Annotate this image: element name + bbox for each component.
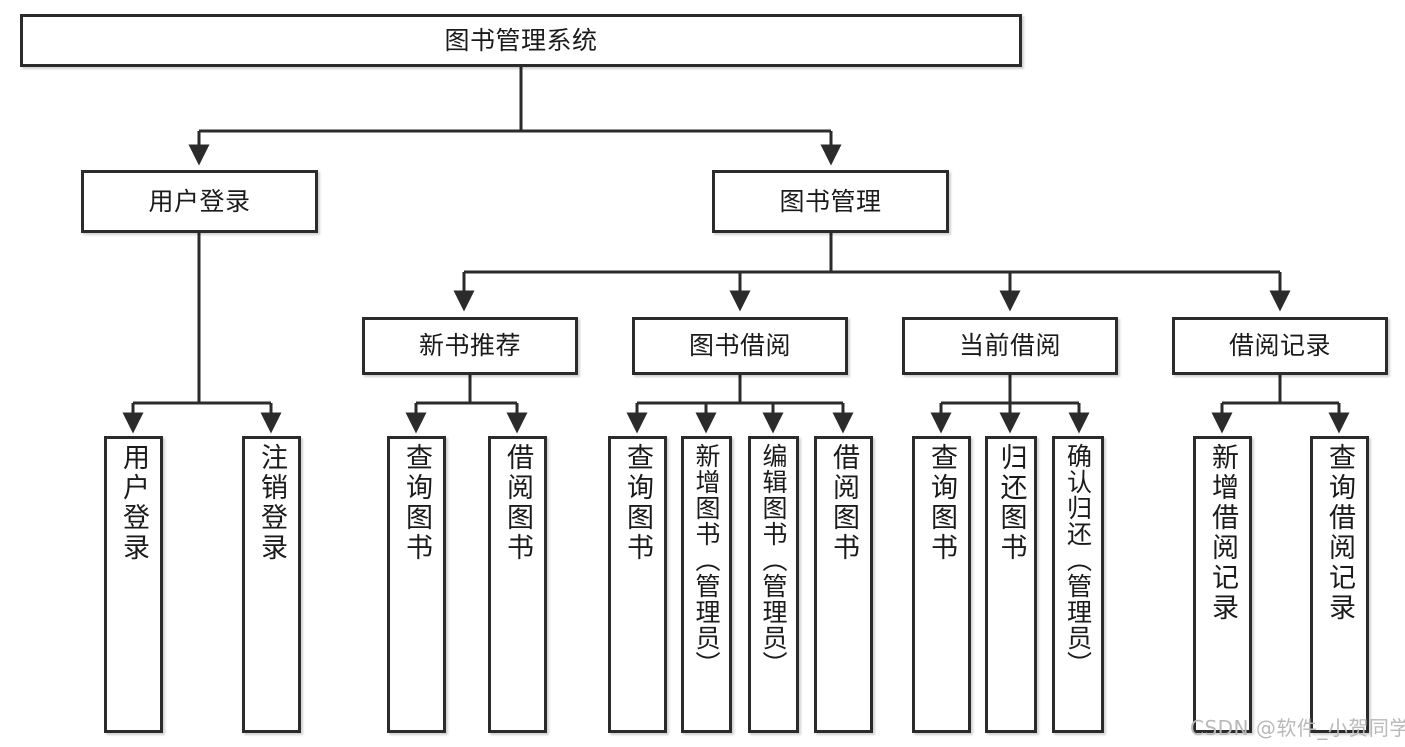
node-label: 借阅图书 (828, 443, 859, 563)
node-label: 图书借阅 (688, 331, 791, 360)
node-label: 借阅图书 (502, 443, 533, 563)
node-root-book-management-system[interactable]: 图书管理系统 (20, 14, 1022, 67)
csdn-watermark: CSDN @软件_小贺同学 (1190, 716, 1405, 740)
leaf-current-borrow-query-book[interactable]: 查询图书 (912, 436, 971, 733)
node-label: 新书推荐 (418, 331, 521, 360)
node-label: 查询图书 (401, 443, 432, 563)
node-new-book-recommend[interactable]: 新书推荐 (362, 317, 578, 375)
node-label: 编辑图书（管理员） (759, 443, 788, 677)
leaf-borrow-record-query-record[interactable]: 查询借阅记录 (1310, 436, 1369, 733)
node-label: 新增图书（管理员） (692, 443, 721, 677)
leaf-user-login-login[interactable]: 用户登录 (104, 436, 163, 733)
leaf-book-borrow-add-book-admin[interactable]: 新增图书（管理员） (681, 436, 732, 733)
leaf-user-login-logout[interactable]: 注销登录 (242, 436, 301, 733)
node-label: 借阅记录 (1228, 331, 1331, 360)
leaf-current-borrow-return-book[interactable]: 归还图书 (985, 436, 1037, 733)
node-label: 归还图书 (995, 443, 1027, 563)
node-label: 确认归还（管理员） (1063, 443, 1093, 677)
node-label: 用户登录 (118, 443, 149, 563)
node-book-management[interactable]: 图书管理 (712, 170, 949, 233)
node-book-borrow[interactable]: 图书借阅 (632, 317, 848, 375)
leaf-new-book-query-book[interactable]: 查询图书 (387, 436, 446, 733)
node-label: 查询借阅记录 (1324, 443, 1355, 623)
node-current-borrow[interactable]: 当前借阅 (902, 317, 1118, 375)
node-label: 当前借阅 (958, 331, 1061, 360)
leaf-book-borrow-borrow-book[interactable]: 借阅图书 (814, 436, 873, 733)
node-label: 注销登录 (256, 443, 287, 563)
leaf-book-borrow-query-book[interactable]: 查询图书 (608, 436, 667, 733)
node-label: 图书管理系统 (444, 25, 598, 55)
leaf-current-borrow-confirm-return-admin[interactable]: 确认归还（管理员） (1052, 436, 1104, 733)
node-label: 用户登录 (148, 186, 251, 216)
node-label: 图书管理 (779, 186, 882, 216)
node-user-login[interactable]: 用户登录 (81, 170, 318, 233)
node-borrow-record[interactable]: 借阅记录 (1172, 317, 1388, 375)
node-label: 新增借阅记录 (1207, 443, 1238, 623)
leaf-book-borrow-edit-book-admin[interactable]: 编辑图书（管理员） (748, 436, 799, 733)
node-label: 查询图书 (926, 443, 957, 563)
leaf-borrow-record-add-record[interactable]: 新增借阅记录 (1193, 436, 1252, 733)
leaf-new-book-borrow-book[interactable]: 借阅图书 (488, 436, 547, 733)
node-label: 查询图书 (622, 443, 653, 563)
